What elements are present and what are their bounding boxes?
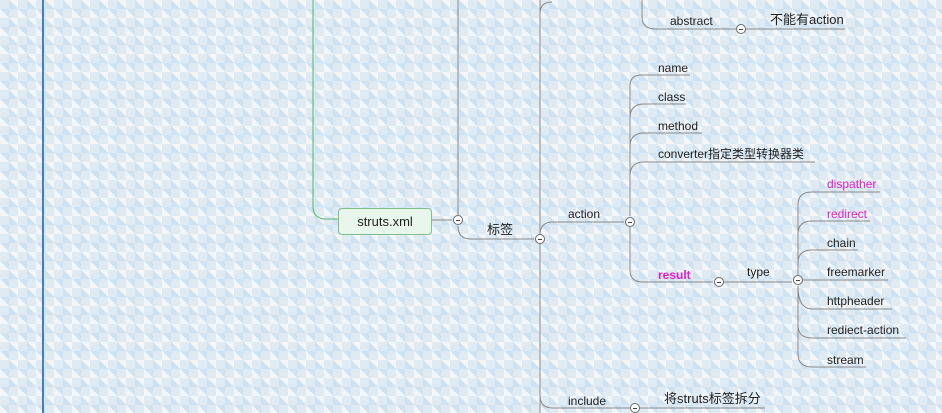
node-attr-method[interactable]: method (658, 119, 699, 133)
node-type-chain[interactable]: chain (827, 236, 856, 250)
root-node-struts-xml[interactable]: struts.xml (338, 208, 432, 235)
collapse-toggle-include[interactable] (630, 403, 640, 413)
collapse-toggle-abstract[interactable] (736, 24, 746, 34)
node-attr-name[interactable]: name (658, 61, 689, 75)
node-include[interactable]: include (568, 394, 607, 408)
node-type-httpheader[interactable]: httpheader (827, 294, 885, 308)
collapse-toggle-result[interactable] (714, 277, 724, 287)
node-include-note[interactable]: 将struts标签拆分 (664, 391, 761, 406)
node-type[interactable]: type (747, 265, 770, 279)
node-abstract-note[interactable]: 不能有action (770, 12, 844, 27)
node-tags[interactable]: 标签 (487, 222, 514, 237)
collapse-toggle-root[interactable] (453, 215, 463, 225)
canvas-left-border (42, 0, 44, 413)
node-attr-converter[interactable]: converter指定类型转换器类 (658, 147, 805, 161)
node-type-dispather[interactable]: dispather (827, 177, 877, 191)
node-result[interactable]: result (658, 268, 691, 282)
node-attr-class[interactable]: class (658, 90, 686, 104)
collapse-toggle-tags[interactable] (535, 234, 545, 244)
node-type-redirect[interactable]: redirect (827, 207, 868, 221)
node-type-stream[interactable]: stream (827, 353, 864, 367)
node-type-rediect-action[interactable]: rediect-action (827, 323, 900, 337)
collapse-toggle-action[interactable] (625, 217, 635, 227)
node-abstract[interactable]: abstract (670, 14, 713, 28)
node-action[interactable]: action (568, 207, 601, 221)
node-type-freemarker[interactable]: freemarker (827, 265, 886, 279)
collapse-toggle-type[interactable] (793, 275, 803, 285)
